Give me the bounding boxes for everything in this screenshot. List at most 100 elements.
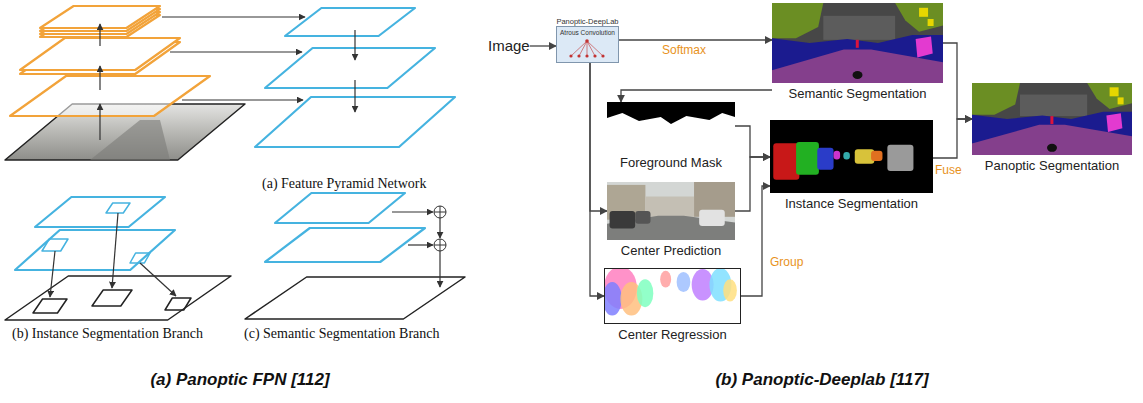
node-label: Semantic Segmentation bbox=[788, 86, 926, 101]
flow-arrow bbox=[354, 30, 355, 60]
roi-box bbox=[106, 203, 130, 213]
flow-arrow bbox=[50, 251, 55, 297]
output-plane bbox=[245, 277, 465, 319]
feature-plane bbox=[265, 48, 435, 88]
sem-image bbox=[972, 83, 1132, 155]
network-title: Panoptic-DeepLab bbox=[556, 17, 618, 26]
ego-car-region bbox=[1047, 144, 1057, 152]
background-region bbox=[770, 120, 933, 193]
node-label: Foreground Mask bbox=[620, 155, 722, 170]
car-region bbox=[610, 211, 636, 228]
instance-output: Instance Segmentation bbox=[770, 120, 933, 212]
building-region bbox=[823, 16, 895, 40]
flow-connector bbox=[735, 157, 770, 211]
edge-label: Softmax bbox=[660, 43, 708, 57]
feature-plane bbox=[10, 76, 210, 116]
regr-image bbox=[604, 268, 741, 324]
sum-symbol bbox=[434, 239, 446, 251]
offset-region bbox=[637, 279, 653, 307]
flow-arrow bbox=[99, 66, 100, 90]
flow-connector bbox=[619, 39, 772, 40]
inst-image bbox=[770, 120, 933, 193]
flow-arrow bbox=[99, 104, 100, 140]
sky-region bbox=[972, 83, 1132, 155]
tree-dot bbox=[578, 54, 581, 57]
module-label: Atrous Convolution bbox=[560, 29, 615, 37]
flow-arrow bbox=[170, 51, 302, 52]
instance-region bbox=[773, 143, 799, 180]
car-region bbox=[699, 210, 725, 226]
edge-label: Fuse bbox=[933, 163, 964, 177]
flow-connector bbox=[530, 45, 556, 46]
offset-region bbox=[604, 282, 622, 316]
roi-box bbox=[130, 253, 150, 263]
roi-box bbox=[42, 239, 68, 251]
vegetation-region bbox=[1087, 83, 1132, 109]
foreground-region bbox=[607, 113, 735, 152]
photo-image bbox=[607, 182, 735, 240]
mask-box bbox=[92, 290, 132, 306]
feature-plane bbox=[15, 230, 175, 270]
tree-branch bbox=[587, 41, 588, 56]
tree-dot bbox=[586, 39, 590, 43]
person-region bbox=[856, 40, 859, 48]
vegetation-region bbox=[972, 83, 1020, 115]
road-detail bbox=[90, 120, 170, 160]
sidewalk-region bbox=[916, 37, 933, 58]
tree-dot bbox=[602, 54, 605, 57]
sign-region bbox=[928, 19, 934, 26]
sky-region bbox=[772, 3, 943, 83]
feature-plane bbox=[265, 228, 425, 262]
sum-symbol bbox=[440, 206, 441, 218]
sign-region bbox=[1118, 97, 1124, 104]
flow-arrow bbox=[162, 16, 305, 17]
flow-connector bbox=[933, 119, 972, 158]
mask-output: Foreground Mask bbox=[607, 102, 735, 171]
sign-region bbox=[1110, 87, 1119, 96]
ego-car-region bbox=[853, 71, 863, 79]
sem-image bbox=[772, 3, 943, 83]
atrous-tree-icon bbox=[561, 38, 613, 60]
node-label: Center Regression bbox=[618, 327, 726, 342]
sum-symbol bbox=[434, 206, 446, 218]
input-label: Image bbox=[488, 37, 530, 54]
sky-region bbox=[607, 182, 735, 240]
panel-label: (c) Semantic Segmentation Branch bbox=[244, 326, 440, 342]
panel-label: (b) Instance Segmentation Branch bbox=[12, 326, 203, 342]
sum-symbol bbox=[440, 239, 441, 251]
instance-region bbox=[871, 151, 882, 161]
flow-arrow bbox=[439, 251, 440, 287]
tree-branch bbox=[587, 41, 603, 56]
flow-arrow bbox=[408, 244, 433, 245]
flow-connector bbox=[621, 90, 772, 102]
feature-plane bbox=[35, 197, 165, 227]
instance-region bbox=[843, 152, 850, 159]
flow-connector bbox=[590, 63, 604, 296]
node-label: Center Prediction bbox=[621, 243, 721, 258]
center-heatmap: Center Prediction bbox=[607, 182, 735, 259]
flow-arrow bbox=[354, 80, 355, 112]
tree-branch bbox=[571, 41, 587, 56]
flow-connector bbox=[943, 43, 972, 119]
network-box: Panoptic-DeepLabAtrous Convolution bbox=[556, 26, 619, 63]
sidewalk-region bbox=[1106, 113, 1122, 132]
tree-branch bbox=[579, 41, 587, 56]
mask-box bbox=[165, 298, 191, 310]
panoptic-output: Panoptic Segmentation bbox=[972, 83, 1132, 174]
instance-region bbox=[887, 145, 913, 171]
tree-dot bbox=[570, 54, 573, 57]
sub-caption: (a) Panoptic FPN [112] bbox=[150, 370, 329, 390]
instance-region bbox=[796, 142, 819, 175]
semantic-output: Semantic Segmentation bbox=[772, 3, 943, 102]
flow-arrow bbox=[392, 211, 433, 212]
tree-dot bbox=[594, 54, 597, 57]
panoptic-fpn-illustration bbox=[5, 6, 465, 320]
person-region bbox=[1050, 116, 1053, 124]
output-plane bbox=[5, 276, 231, 320]
building-region bbox=[645, 197, 694, 217]
flow-connector bbox=[735, 126, 770, 157]
edge-label: Group bbox=[768, 255, 805, 269]
vegetation-region bbox=[772, 3, 823, 38]
feature-plane bbox=[285, 8, 415, 36]
